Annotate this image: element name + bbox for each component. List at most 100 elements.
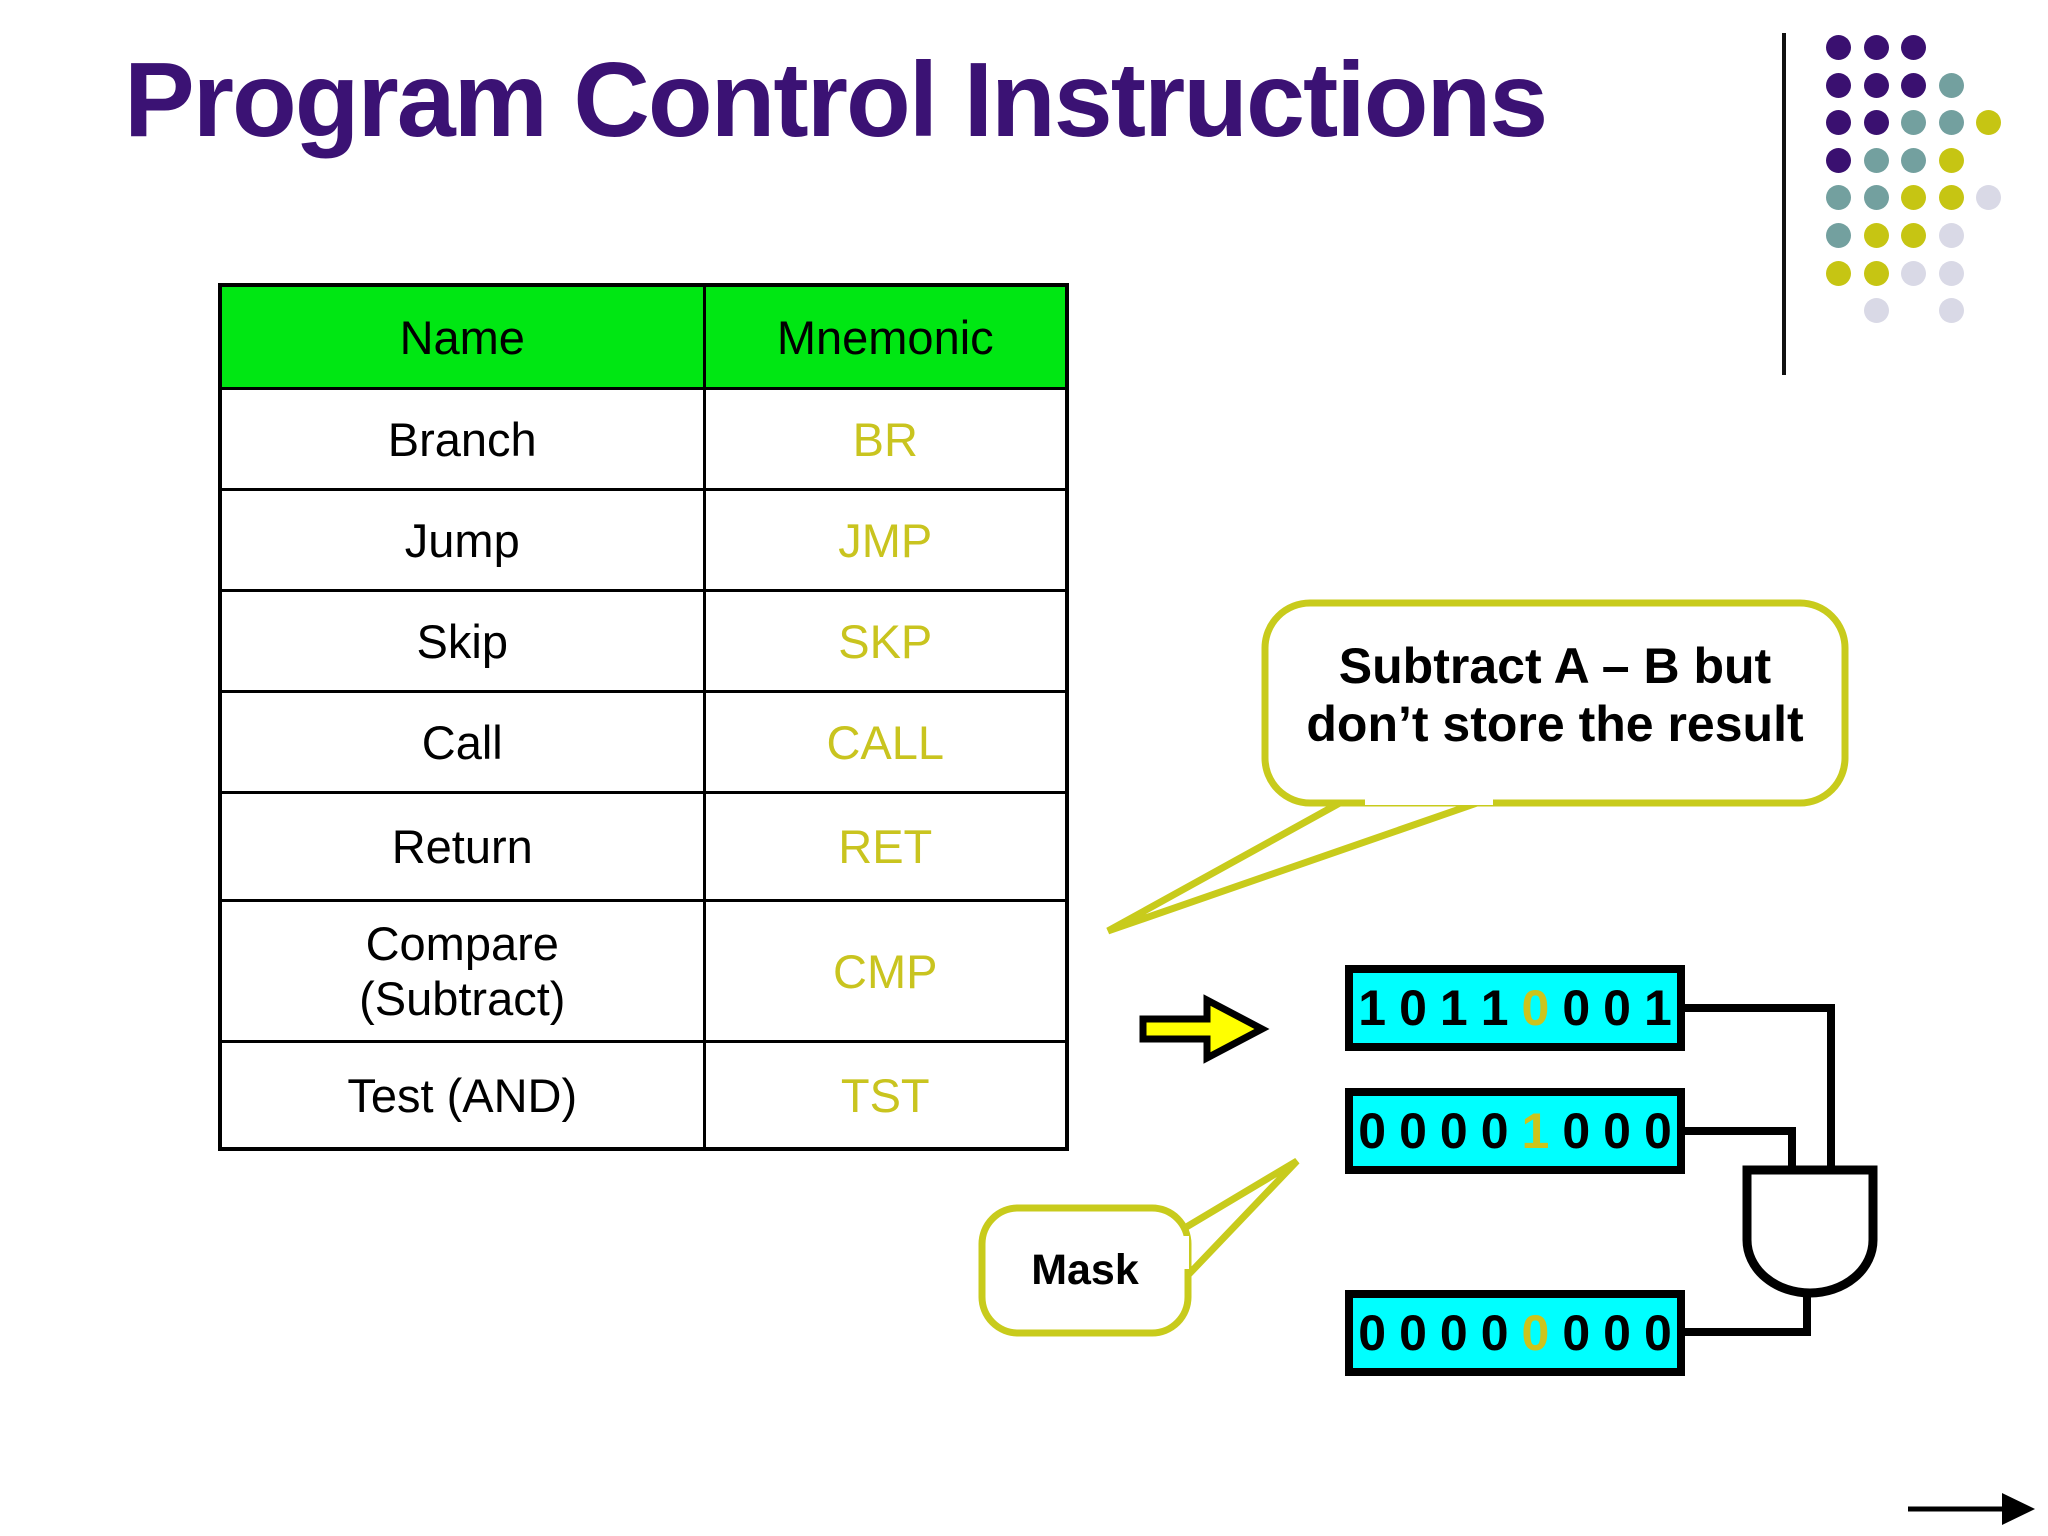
instruction-name: Compare (Subtract) [218, 899, 706, 1043]
decor-dot [1938, 110, 1964, 136]
register-bit: 0 [1562, 980, 1591, 1036]
instruction-name: Call [218, 690, 706, 794]
decor-dot [1863, 298, 1889, 324]
register-bit: 0 [1480, 1305, 1509, 1361]
subtract-callout-tail [1106, 790, 1505, 935]
wire-gate-to-result [1685, 1290, 1811, 1336]
mask-callout-tail [1173, 1157, 1300, 1280]
decor-dot [1938, 147, 1964, 173]
register-bit: 0 [1603, 980, 1631, 1036]
instruction-mnemonic: BR [702, 387, 1069, 491]
decor-dot [1826, 35, 1851, 60]
decor-dot [1938, 298, 1964, 324]
instruction-name: Test (AND) [218, 1040, 706, 1151]
decor-dot [1901, 110, 1926, 136]
register-bit: 0 [1521, 1305, 1550, 1361]
decor-dot [1863, 223, 1889, 248]
decor-dot [1863, 110, 1889, 136]
instruction-mnemonic: CMP [702, 899, 1069, 1043]
decor-dot [1826, 260, 1851, 286]
instruction-mnemonic: CALL [702, 690, 1069, 794]
register-bit: 0 [1643, 1103, 1672, 1159]
wire-operand-to-gate [1685, 1004, 1835, 1174]
decor-dot [1901, 72, 1926, 98]
instruction-name: Skip [218, 589, 706, 693]
decor-dot [1901, 35, 1926, 60]
decor-dot [1826, 110, 1851, 136]
mask-callout-text: Mask [1031, 1246, 1139, 1294]
next-slide-arrow-icon[interactable] [2002, 1493, 2035, 1525]
decor-dot [1901, 223, 1926, 248]
register-bit: 1 [1480, 980, 1509, 1036]
subtract-callout-join [1365, 790, 1493, 805]
decor-dot [1826, 147, 1851, 173]
table-header-row: Name Mnemonic [218, 283, 1069, 390]
wire-mask-to-gate [1685, 1127, 1796, 1174]
register-bit: 0 [1358, 1305, 1387, 1361]
register-bit: 0 [1521, 980, 1550, 1036]
decor-dot [1938, 260, 1964, 286]
mask-callout-join [1177, 1236, 1189, 1269]
instruction-mnemonic: TST [702, 1040, 1069, 1151]
register-bit: 1 [1358, 980, 1387, 1036]
register-bit: 0 [1562, 1103, 1591, 1159]
register-bit: 1 [1643, 980, 1672, 1036]
register-bit: 0 [1358, 1103, 1387, 1159]
register-bit: 0 [1439, 1305, 1468, 1361]
decor-dot [1863, 35, 1889, 60]
instruction-mnemonic: RET [702, 791, 1069, 902]
decor-dot [1901, 147, 1926, 173]
decor-dot [1863, 72, 1889, 98]
decor-dot [1863, 147, 1889, 173]
decor-dot [1938, 223, 1964, 248]
page-title: Program Control Instructions [124, 41, 1548, 159]
instruction-mnemonic: SKP [702, 589, 1069, 693]
register-bit: 0 [1399, 980, 1427, 1036]
table-row: Test (AND)TST [218, 1040, 1069, 1151]
and-gate-icon [1742, 1165, 1878, 1298]
register-bit: 0 [1562, 1305, 1591, 1361]
register-bit: 0 [1439, 1103, 1468, 1159]
register-bit: 0 [1399, 1103, 1427, 1159]
decor-dot [1863, 185, 1889, 211]
instruction-name: Branch [218, 387, 706, 491]
decor-dot [1976, 110, 2001, 136]
register-bit: 1 [1521, 1103, 1550, 1159]
flow-arrow-icon [1139, 994, 1270, 1064]
decor-divider-line [1782, 33, 1786, 375]
decor-dot [1901, 260, 1926, 286]
decor-dot [1938, 72, 1964, 98]
register-bit: 0 [1603, 1305, 1631, 1361]
subtract-callout-text: Subtract A – B but don’t store the resul… [1306, 638, 1804, 752]
register-bit: 0 [1399, 1305, 1427, 1361]
column-header-mnemonic: Mnemonic [702, 283, 1069, 390]
instruction-name: Jump [218, 488, 706, 592]
mask-callout-bubble [978, 1204, 1192, 1337]
decor-dot [1826, 185, 1851, 211]
register-bit: 0 [1643, 1305, 1672, 1361]
decor-dot [1938, 185, 1964, 211]
subtract-callout-bubble [1261, 599, 1849, 807]
decor-dot [1826, 72, 1851, 98]
decor-dot [1826, 223, 1851, 248]
column-header-name: Name [218, 283, 706, 390]
table-row: Compare (Subtract)CMP [218, 899, 1069, 1043]
register-bit: 1 [1439, 980, 1468, 1036]
decor-dot [1863, 260, 1889, 286]
register-bit: 0 [1603, 1103, 1631, 1159]
instruction-name: Return [218, 791, 706, 902]
register-bit: 0 [1480, 1103, 1509, 1159]
decor-dot [1976, 185, 2001, 211]
instruction-mnemonic: JMP [702, 488, 1069, 592]
